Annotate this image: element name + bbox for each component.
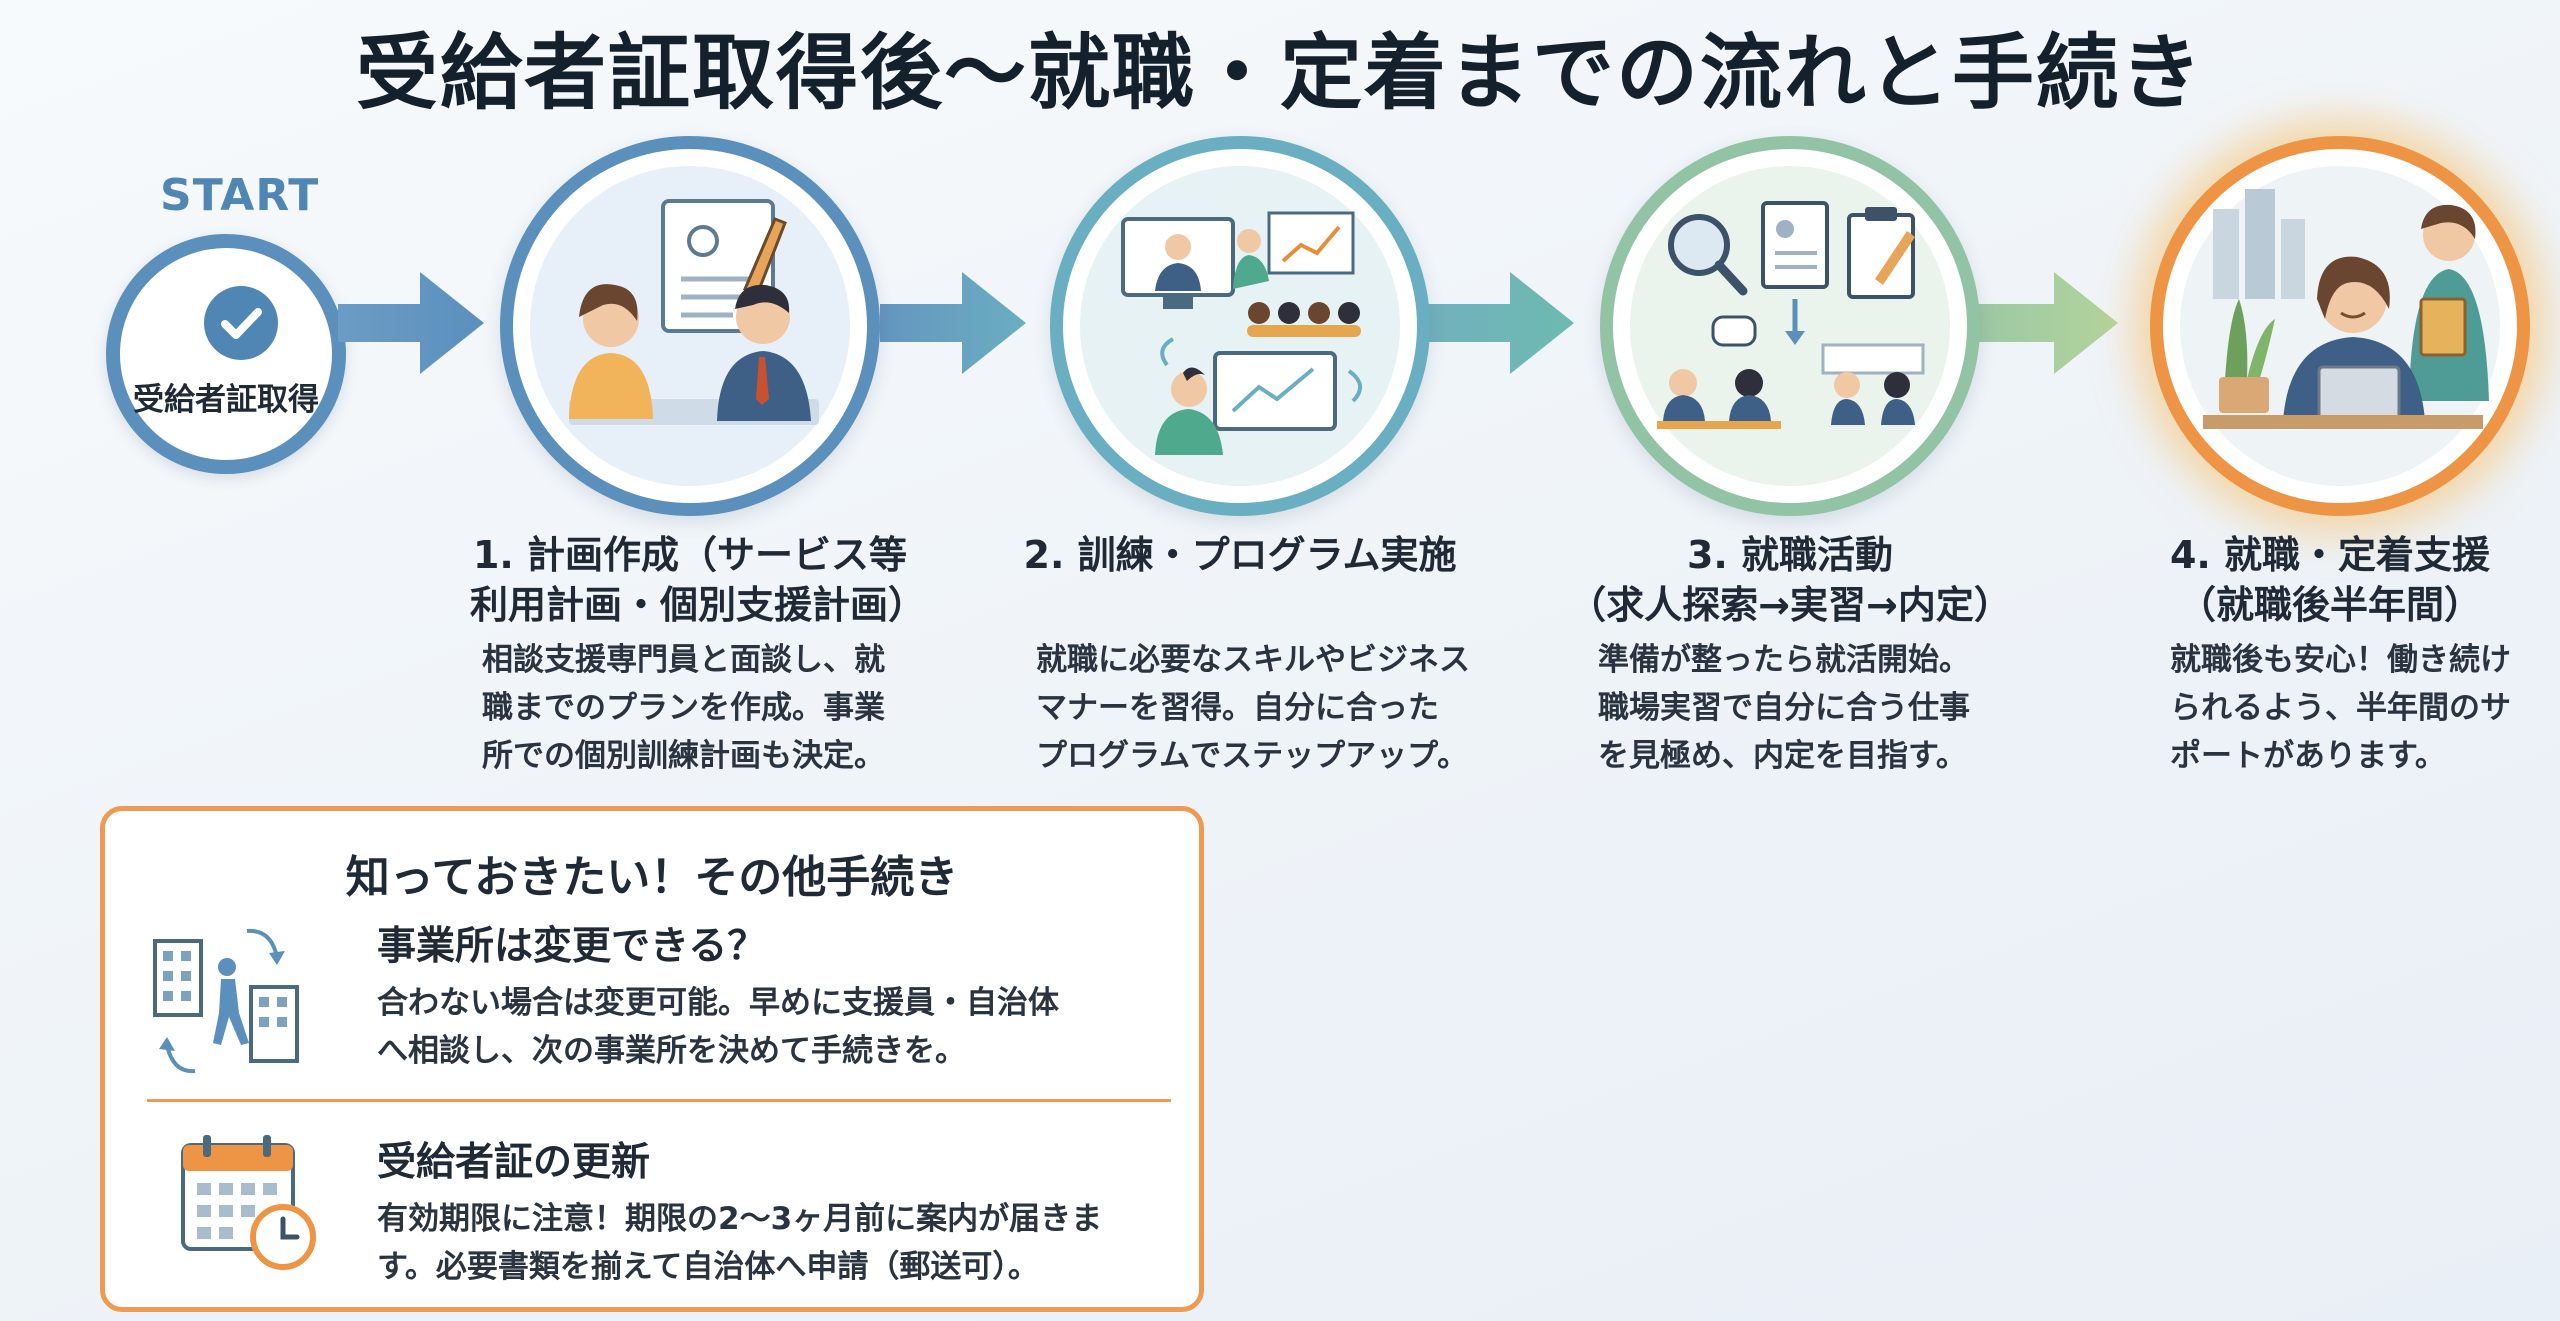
check-icon [204,286,278,360]
step-3-desc-line: 準備が整ったら就活開始。 [1598,642,1970,678]
step-3-heading: 3. 就職活動 （求人探索→実習→内定） [1560,530,2020,630]
step-4-description: 就職後も安心！働き続け られるよう、半年間のサ ポートがあります。 [2170,636,2511,780]
page-title: 受給者証取得後〜就職・定着までの流れと手続き [355,26,2204,121]
job-hunting-illustration-icon [1630,166,1950,486]
step-2-desc-line: マナーを習得。自分に合った [1036,690,1439,726]
step-3-heading-line: （求人探索→実習→内定） [1568,583,2012,627]
change-office-description: 合わない場合は変更可能。早めに支援員・自治体 へ相談し、次の事業所を決めて手続き… [377,979,1059,1075]
renewal-desc-line: す。必要書類を揃えて自治体へ申請（郵送可）。 [377,1249,1039,1285]
step-3-description: 準備が整ったら就活開始。 職場実習で自分に合う仕事 を見極め、内定を目指す。 [1598,636,1970,780]
panel-divider [147,1099,1171,1102]
step-4-heading-line: （就職後半年間） [2177,583,2482,627]
renewal-title: 受給者証の更新 [377,1140,651,1185]
step-1-illustration [500,136,880,516]
start-circle: 受給者証取得 [106,234,346,474]
renewal-desc-line: 有効期限に注意！期限の2〜3ヶ月前に案内が届きま [377,1201,1103,1237]
step-4-heading-line: 4. 就職・定着支援 [2169,533,2491,577]
step-2-heading: 2. 訓練・プログラム実施 [1000,530,1480,580]
step-2-heading-line: 2. 訓練・プログラム実施 [1023,533,1457,577]
arrow-icon [1428,272,1574,374]
step-1-heading-line: 利用計画・個別支援計画） [470,583,927,627]
arrow-icon [338,272,484,374]
arrow-icon [880,272,1026,374]
training-illustration-icon [1080,166,1400,486]
start-label: START [160,170,320,221]
start-text: 受給者証取得 [133,382,319,418]
step-1-description: 相談支援専門員と面談し、就 職までのプランを作成。事業 所での個別訓練計画も決定… [482,636,885,780]
change-office-desc-line: へ相談し、次の事業所を決めて手続きを。 [377,1033,966,1069]
arrow-icon [1972,272,2118,374]
step-2-desc-line: 就職に必要なスキルやビジネス [1036,642,1470,678]
renewal-description: 有効期限に注意！期限の2〜3ヶ月前に案内が届きま す。必要書類を揃えて自治体へ申… [377,1195,1102,1291]
step-3-desc-line: を見極め、内定を目指す。 [1598,738,1967,774]
step-3-illustration [1600,136,1980,516]
step-1-heading: 1. 計画作成（サービス等 利用計画・個別支援計画） [470,530,927,630]
step-2-desc-line: プログラムでステップアップ。 [1036,738,1469,774]
step-1-desc-line: 相談支援専門員と面談し、就 [482,642,885,678]
step-1-desc-line: 所での個別訓練計画も決定。 [482,738,885,774]
meeting-illustration-icon [530,166,850,486]
step-4-desc-line: ポートがあります。 [2170,738,2446,774]
step-3-heading-line: 3. 就職活動 [1686,533,1894,577]
other-procedures-panel: 知っておきたい！その他手続き 事業所は変更できる？ 合わない場合は変更可能。早め… [100,806,1204,1312]
office-change-icon [153,928,299,1074]
calendar-clock-icon [181,1135,316,1270]
step-2-description: 就職に必要なスキルやビジネス マナーを習得。自分に合った プログラムでステップア… [1036,636,1470,780]
step-1-heading-line: 1. 計画作成（サービス等 [472,533,908,577]
panel-title: 知っておきたい！その他手続き [345,852,959,903]
step-1-desc-line: 職までのプランを作成。事業 [482,690,885,726]
step-4-heading: 4. 就職・定着支援 （就職後半年間） [2110,530,2550,630]
workplace-illustration-icon [2180,166,2500,486]
change-office-title: 事業所は変更できる？ [377,924,767,969]
step-2-illustration [1050,136,1430,516]
step-4-desc-line: られるよう、半年間のサ [2170,690,2511,726]
step-3-desc-line: 職場実習で自分に合う仕事 [1598,690,1970,726]
step-4-desc-line: 就職後も安心！働き続け [2170,642,2511,678]
step-4-illustration [2150,136,2530,516]
change-office-desc-line: 合わない場合は変更可能。早めに支援員・自治体 [377,985,1059,1021]
